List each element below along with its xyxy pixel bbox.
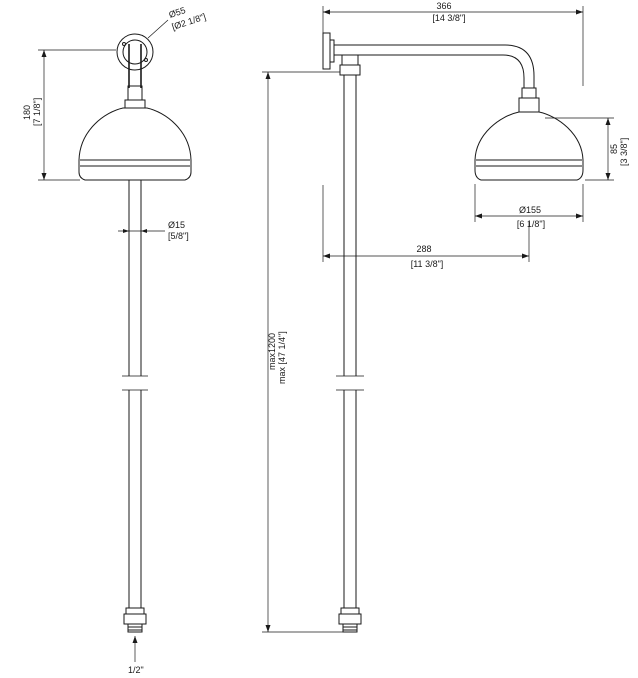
arm-width-inch-label: [14 3/8"]: [432, 13, 465, 23]
dim-head-dia: Ø155 [6 1/8"]: [474, 184, 584, 229]
dim-head-depth: 85 [3 3/8"]: [545, 117, 629, 181]
front-head-connector: [127, 85, 143, 101]
side-arm-top: [334, 44, 535, 88]
front-wall-flange: [116, 33, 154, 71]
head-depth-inch-label: [3 3/8"]: [619, 138, 629, 166]
dim-arm-reach: 288 [11 3/8"]: [322, 185, 530, 269]
side-head-connector: [521, 87, 537, 99]
side-bottom-nut: [338, 613, 362, 625]
front-pipe-break: [122, 375, 148, 391]
pipe-dia-inch-label: [5/8"]: [168, 231, 189, 241]
arm-reach-label: 288: [416, 244, 431, 254]
side-wall-flange: [329, 39, 335, 63]
side-bottom-thread: [342, 624, 358, 633]
front-bottom-fitting: [125, 607, 145, 615]
front-head-nut: [124, 99, 146, 109]
head-height-label: 180: [22, 105, 32, 120]
front-view: [78, 33, 192, 633]
dim-pipe-dia: Ø15 [5/8"]: [118, 220, 189, 241]
thread-label: 1/2": [128, 665, 144, 675]
total-height-inch-label: max [47 1/4"]: [277, 331, 287, 384]
side-riser-lower: [343, 390, 357, 608]
dim-total-height: max1200 max [47 1/4"]: [262, 71, 343, 633]
side-shower-head: [474, 111, 584, 181]
front-riser-pipe-lower: [128, 390, 142, 608]
front-bottom-nut: [123, 613, 147, 625]
side-wall-plate: [322, 32, 331, 70]
dim-flange-dia: Ø55 [Ø2 1/8"]: [147, 5, 207, 39]
flange-screw-hole: [144, 58, 148, 62]
total-height-label: max1200: [267, 333, 277, 370]
front-arm: [128, 44, 142, 88]
head-dia-label: Ø155: [519, 205, 541, 215]
side-view: [322, 32, 584, 633]
arm-reach-inch-label: [11 3/8"]: [411, 259, 444, 269]
side-tee-nut: [339, 64, 361, 76]
dim-head-height: 180 [7 1/8"]: [22, 49, 116, 181]
arm-width-label: 366: [436, 1, 451, 11]
head-height-inch-label: [7 1/8"]: [32, 98, 42, 126]
front-shower-head: [78, 107, 192, 181]
side-head-nut: [518, 97, 540, 113]
head-dia-inch-label: [6 1/8"]: [517, 219, 545, 229]
front-bottom-thread: [127, 624, 143, 633]
head-depth-label: 85: [609, 144, 619, 154]
front-riser-pipe-upper: [128, 180, 142, 376]
side-pipe-break: [336, 375, 364, 391]
dim-thread: 1/2": [128, 636, 144, 675]
side-bottom-fitting: [340, 607, 360, 615]
flange-screw-hole: [122, 42, 126, 46]
pipe-dia-label: Ø15: [168, 220, 185, 230]
dim-arm-width: 366 [14 3/8"]: [322, 1, 584, 86]
side-riser-upper: [343, 75, 357, 376]
side-tee: [341, 54, 359, 66]
side-arm-bottom: [334, 54, 525, 88]
front-flange-inner: [122, 39, 148, 65]
